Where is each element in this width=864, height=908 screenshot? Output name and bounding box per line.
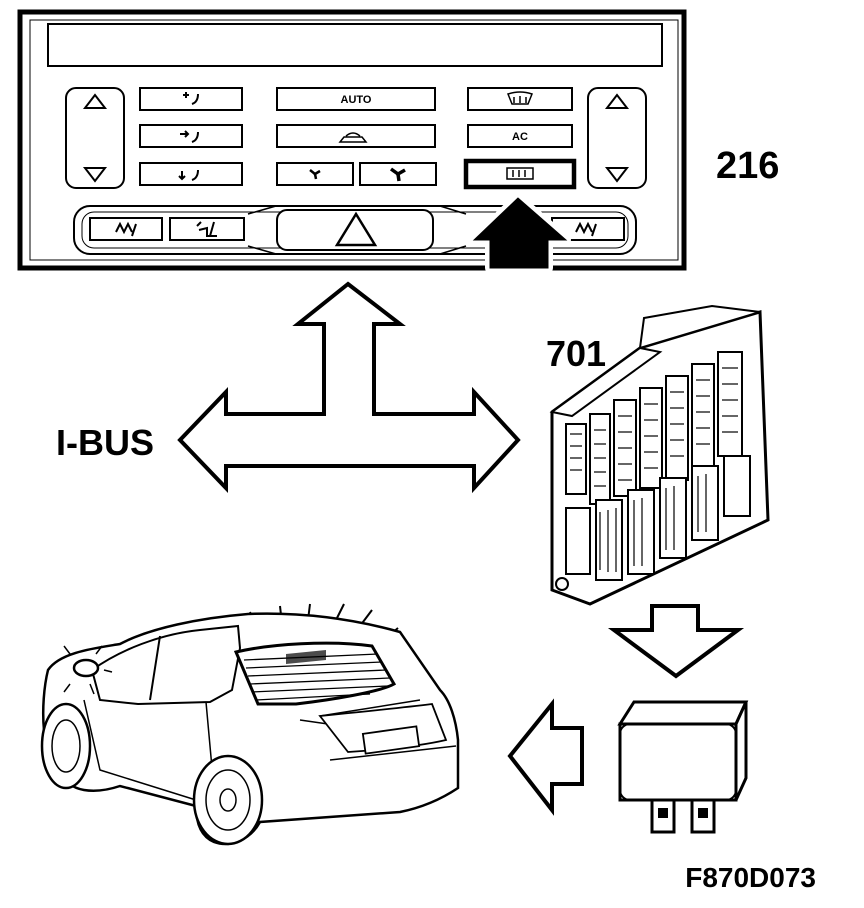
down-arrow-icon: [607, 604, 745, 679]
hazard-triangle-icon: [334, 211, 378, 247]
rear-wheel-icon: [192, 754, 264, 846]
relay: [617, 700, 749, 834]
front-wheel-icon: [40, 702, 92, 790]
rear-window-heating-button[interactable]: [463, 158, 577, 190]
panel-display: [47, 23, 663, 67]
rear-defrost-icon: [506, 167, 534, 180]
fan-decrease-button[interactable]: [276, 162, 354, 186]
ac-button-label: AC: [512, 131, 528, 143]
auto-button-label: AUTO: [341, 94, 372, 106]
fan-increase-button[interactable]: [359, 162, 437, 186]
fan-large-icon: [389, 167, 406, 182]
figure-id-label: F870D073: [685, 862, 816, 893]
left-temp-down-icon[interactable]: [82, 167, 108, 183]
air-distribution-upper-button[interactable]: [139, 87, 243, 111]
rear-window-icon: [233, 641, 397, 706]
climate-control-panel: AUTO AC: [17, 9, 687, 273]
auto-button[interactable]: AUTO: [276, 87, 436, 111]
right-temp-up-icon[interactable]: [604, 93, 630, 109]
ac-button[interactable]: AC: [467, 124, 573, 148]
module-ref-label: 701: [546, 333, 606, 374]
recirculation-button[interactable]: [276, 124, 436, 148]
panel-ref-label: 216: [716, 145, 779, 187]
right-temp-rocker[interactable]: [587, 87, 647, 189]
fan-small-icon: [309, 169, 321, 180]
seat-ventilation-icon: [196, 221, 217, 237]
seat-heat-left-icon: [115, 221, 137, 237]
pointer-arrow-icon: [469, 193, 571, 273]
air-flow-middle-icon: [180, 130, 199, 143]
left-temp-rocker[interactable]: [65, 87, 125, 189]
hazard-warning-button[interactable]: [276, 209, 434, 251]
recirculation-icon: [338, 132, 368, 143]
car-illustration: [40, 603, 460, 846]
right-temp-down-icon[interactable]: [604, 167, 630, 183]
seat-heat-left-button[interactable]: [89, 217, 163, 241]
seat-ventilation-button[interactable]: [169, 217, 245, 241]
ibus-arrow: [177, 281, 521, 494]
control-module-701: [549, 304, 770, 606]
seat-heat-right-icon: [575, 221, 597, 237]
air-distribution-middle-button[interactable]: [139, 124, 243, 148]
air-flow-upper-icon: [183, 92, 199, 105]
front-defrost-icon: [507, 91, 533, 105]
left-arrow-icon: [507, 698, 584, 816]
front-defrost-button[interactable]: [467, 87, 573, 111]
bus-label: I-BUS: [56, 422, 154, 463]
air-flow-lower-icon: [178, 169, 199, 181]
left-temp-up-icon[interactable]: [82, 93, 108, 109]
air-distribution-lower-button[interactable]: [139, 162, 243, 186]
